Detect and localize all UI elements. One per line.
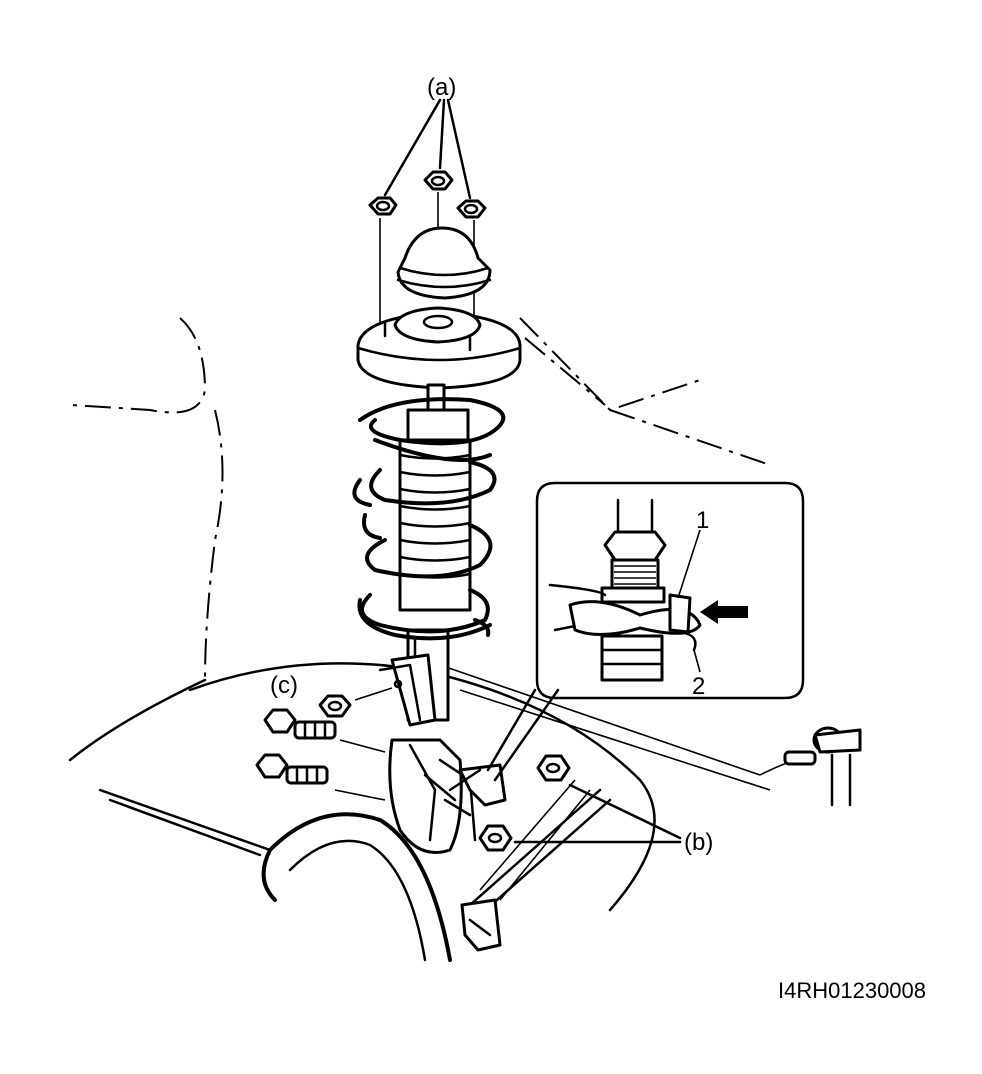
- label-b: (b): [684, 829, 713, 856]
- nut-icon: [536, 754, 571, 782]
- inset-leader: [486, 688, 537, 772]
- nut-icon: [456, 199, 487, 219]
- bolt-icon: [263, 708, 386, 753]
- bolt-icon: [255, 753, 386, 801]
- label-a: (a): [427, 74, 456, 101]
- hose-clip: [443, 763, 507, 817]
- arrow-icon: [700, 600, 748, 624]
- knuckle-bracket: [378, 653, 477, 854]
- nut-icon: [318, 687, 393, 718]
- upper-mount-plate: [356, 306, 522, 390]
- wheel-hub: [261, 812, 452, 962]
- nut-icon: [368, 196, 398, 216]
- mount-nuts: [368, 98, 487, 345]
- stabilizer-link: [759, 726, 862, 807]
- body-panel-outline: [68, 317, 771, 917]
- label-c: (c): [270, 672, 298, 699]
- label-inset-2: 2: [692, 673, 705, 700]
- nut-icon: [478, 824, 513, 852]
- nut-icon: [423, 170, 454, 191]
- inset-leader: [493, 688, 560, 782]
- label-inset-1: 1: [696, 507, 709, 534]
- dust-cap: [396, 226, 492, 300]
- detail-inset: [535, 481, 805, 700]
- figure-code: I4RH01230008: [778, 978, 926, 1003]
- coil-spring-icon: [352, 397, 506, 641]
- lower-link: [460, 898, 502, 952]
